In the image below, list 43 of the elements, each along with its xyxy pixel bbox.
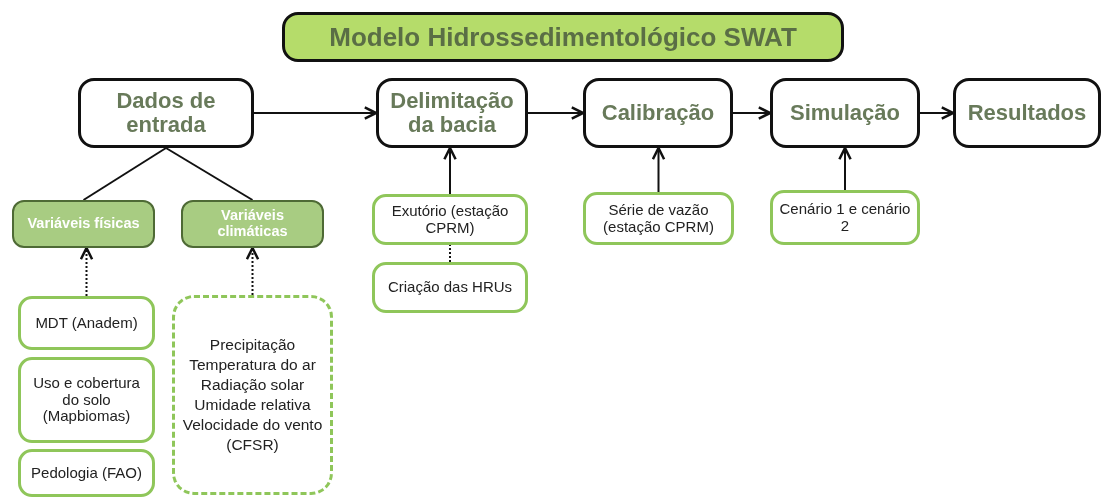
node-label: Série de vazão (estação CPRM): [602, 202, 715, 235]
arrow: [443, 146, 457, 195]
source-box: [583, 192, 734, 245]
node-label: MDT (Anadem): [35, 314, 138, 332]
source-box: [770, 190, 920, 245]
arrow: [79, 246, 94, 297]
data-list-box: [172, 295, 333, 495]
category-box: [12, 200, 155, 248]
node-label: Variáveis físicas: [27, 216, 140, 232]
category-box: [181, 200, 324, 248]
arrow: [651, 146, 666, 193]
source-box: [372, 194, 528, 245]
source-box: [372, 262, 528, 313]
process-box: [770, 78, 920, 148]
node-label: Delimitação da bacia: [389, 88, 515, 138]
process-box: [583, 78, 733, 148]
connector-line: [165, 147, 254, 201]
node-label: Uso e cobertura do solo (Mapbiomas): [32, 375, 141, 425]
node-label: Resultados: [967, 100, 1087, 126]
node-label: Dados de entrada: [115, 88, 217, 138]
process-box: [376, 78, 528, 148]
arrow: [245, 246, 260, 296]
node-label: Criação das HRUs: [387, 279, 513, 296]
arrow: [838, 146, 852, 191]
node-label: Modelo Hidrossedimentológico SWAT: [329, 21, 797, 53]
arrow: [919, 106, 955, 120]
title-box: [282, 12, 844, 62]
arrow: [732, 106, 772, 120]
source-box: [18, 449, 155, 497]
arrow: [527, 106, 585, 120]
node-label: Variáveis climáticas: [216, 208, 289, 240]
node-label: Pedologia (FAO): [31, 464, 142, 482]
source-box: [18, 296, 155, 350]
node-label: Calibração: [601, 100, 715, 126]
process-box: [78, 78, 254, 148]
node-label: Simulação: [789, 100, 900, 126]
process-box: [953, 78, 1101, 148]
node-label: Precipitação Temperatura do ar Radiação solar Umidade relativa Velocidade do vento (CFSR): [181, 334, 324, 456]
source-box: [18, 357, 155, 443]
node-label: Exutório (estação CPRM): [390, 203, 510, 236]
arrow: [253, 106, 378, 120]
node-label: Cenário 1 e cenário 2: [778, 201, 912, 234]
connector-line: [82, 147, 167, 201]
